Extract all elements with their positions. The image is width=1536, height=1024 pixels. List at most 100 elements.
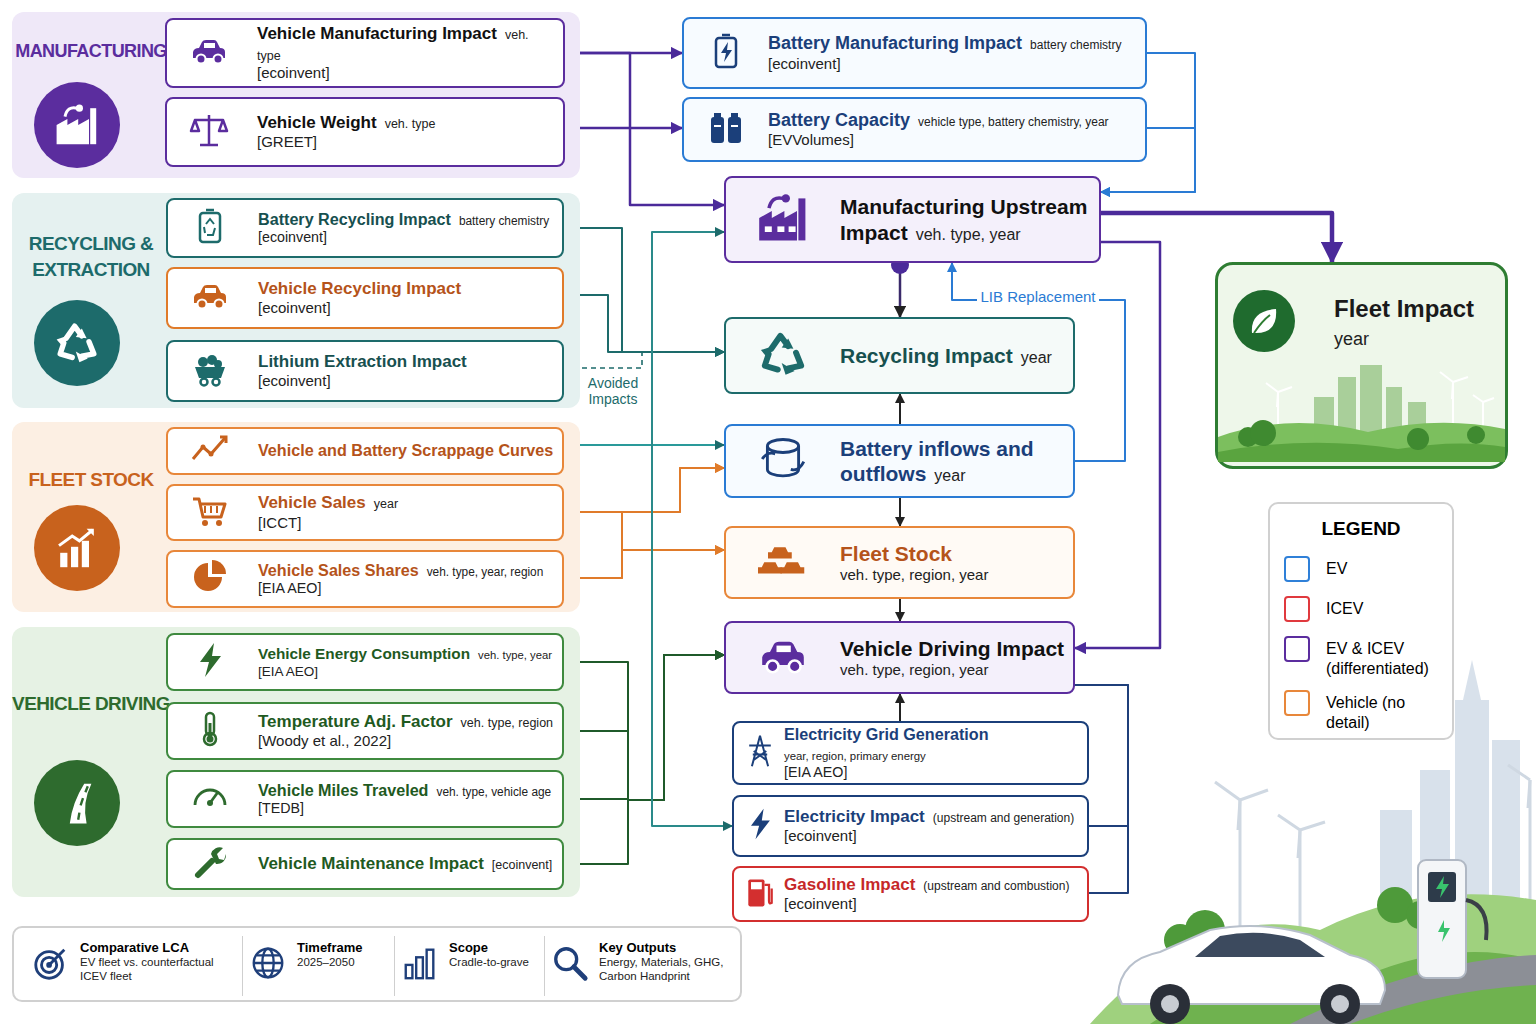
process-box: Vehicle Salesyear[ICCT]: [166, 484, 564, 541]
process-box: Lithium Extraction Impact[ecoinvent]: [166, 340, 564, 402]
box-icon: [742, 733, 778, 773]
footer-text: Key OutputsEnergy, Materials, GHG, Carbo…: [599, 940, 733, 984]
process-box: Battery Capacityvehicle type, battery ch…: [682, 97, 1147, 162]
text-line: Electricity Grid Generation: [784, 725, 1079, 744]
text-line: veh. type, region, year: [840, 661, 1065, 679]
box-title: Vehicle Sales: [258, 493, 366, 512]
footer-body: 2025–2050: [297, 955, 381, 969]
box-title: Lithium Extraction Impact: [258, 352, 467, 371]
process-box: Vehicle Energy Consumptionveh. type, yea…: [166, 633, 564, 691]
stage-heading: VEHICLE DRIVING: [12, 691, 170, 717]
text-group: Vehicle Maintenance Impact[ecoinvent]: [258, 854, 554, 874]
box-title: Vehicle Weight: [257, 113, 377, 132]
box-title: Vehicle Maintenance Impact: [258, 854, 484, 873]
box-title: Vehicle Miles Traveled: [258, 781, 428, 799]
stage-heading: RECYCLING & EXTRACTION: [12, 231, 170, 282]
edge-label: LIB Replacement: [977, 288, 1098, 305]
data-source: [ecoinvent]: [258, 299, 554, 317]
box-icon: [190, 491, 230, 535]
stage-heading: MANUFACTURING: [12, 39, 170, 63]
text-line: Vehicle Miles Traveled veh. type, vehicle…: [258, 781, 554, 800]
stage-heading: FLEET STOCK: [12, 467, 170, 493]
process-box: Gasoline Impact(upstream and combustion)…: [732, 866, 1089, 922]
connector: [564, 444, 724, 446]
stage-panel: MANUFACTURING Vehicle Manufacturing Impac…: [12, 12, 580, 178]
box-icon: [706, 108, 746, 152]
text-line: Battery Manufacturing Impactbattery chem…: [768, 33, 1137, 55]
box-icon: [190, 349, 230, 393]
text-group: Vehicle Recycling Impact[ecoinvent]: [258, 279, 554, 317]
text-line: Vehicle and Battery Scrappage Curves: [258, 441, 554, 460]
connector: [564, 655, 724, 800]
process-box: Electricity Grid Generationyear, region,…: [732, 721, 1089, 785]
text-line: Vehicle Recycling Impact: [258, 279, 554, 299]
stage-icon: [33, 759, 121, 851]
box-title: Battery Manufacturing Impact: [768, 33, 1022, 53]
text-group: Gasoline Impact(upstream and combustion)…: [784, 875, 1079, 913]
text-line: Battery Capacityvehicle type, battery ch…: [768, 110, 1137, 132]
box-title: Temperature Adj. Factor: [258, 712, 453, 731]
process-box: Vehicle Driving Impactveh. type, region,…: [724, 621, 1075, 694]
connector: [899, 694, 901, 721]
output-box: Fleet Impactyear: [1215, 262, 1508, 469]
data-source: [ecoinvent]: [258, 372, 554, 390]
stage-icon: [33, 504, 121, 596]
process-box: Recycling Impactyear: [724, 317, 1075, 394]
data-source: [EIA AEO]: [258, 580, 554, 597]
box-icon: [190, 429, 230, 473]
text-group: Battery Manufacturing Impactbattery chem…: [768, 33, 1137, 73]
box-icon: [755, 190, 811, 250]
connector: [652, 232, 732, 826]
box-icon: [758, 536, 808, 590]
text-group: Vehicle Driving Impactveh. type, region,…: [840, 636, 1065, 679]
data-source: [ecoinvent]: [784, 895, 1079, 913]
legend-swatch: [1284, 690, 1310, 716]
process-box: Electricity Impact(upstream and generati…: [732, 795, 1089, 857]
process-box: Vehicle Manufacturing Impactveh. type[ec…: [165, 18, 565, 88]
box-subtitle: veh. type, vehicle age: [436, 785, 551, 799]
box-icon: [706, 31, 746, 75]
footer-item: ScopeCradle-to-grave: [394, 936, 535, 996]
box-title: Vehicle Sales Shares: [258, 561, 419, 579]
text-group: Fleet Stockveh. type, region, year: [840, 541, 1065, 584]
box-title: Vehicle Manufacturing Impact: [257, 24, 497, 43]
box-subtitle: year: [1334, 329, 1497, 350]
footer-body: Energy, Materials, GHG, Carbon Handprint: [599, 955, 733, 984]
text-group: Vehicle Manufacturing Impactveh. type[ec…: [257, 24, 555, 82]
data-source: [ecoinvent]: [768, 55, 1137, 73]
footer-icon: [401, 944, 439, 986]
text-line: veh. type, region, year: [840, 566, 1065, 584]
connector: [564, 512, 724, 550]
process-box: Vehicle Weightveh. type[GREET]: [165, 97, 565, 167]
connector: [564, 352, 724, 368]
legend-text: EV: [1326, 559, 1450, 579]
box-icon: [757, 328, 809, 384]
stage-panel: FLEET STOCK Vehicle and Battery Scrappage…: [12, 422, 580, 612]
text-line: Vehicle Energy Consumptionveh. type, yea…: [258, 644, 554, 663]
legend-text: EV & ICEV (differentiated): [1326, 639, 1450, 679]
text-line: year, region, primary energy: [784, 745, 1079, 764]
text-line: Gasoline Impact(upstream and combustion): [784, 875, 1079, 895]
box-subtitle: veh. type: [385, 117, 436, 131]
text-line: [ecoinvent]: [258, 229, 554, 246]
text-group: Vehicle Energy Consumptionveh. type, yea…: [258, 644, 554, 680]
text-line: Recycling Impactyear: [840, 343, 1065, 368]
box-title: Battery Recycling Impact: [258, 210, 451, 228]
legend-text: Vehicle (no detail): [1326, 693, 1450, 733]
data-source: [EIA AEO]: [784, 764, 1079, 781]
box-icon: [189, 110, 229, 154]
legend-swatch: [1284, 596, 1310, 622]
text-line: [TEDB]: [258, 800, 554, 817]
connector: [565, 127, 682, 130]
connector: [564, 655, 724, 864]
text-line: [ecoinvent]: [784, 827, 1079, 845]
connector: [564, 468, 724, 512]
text-line: [Woody et al., 2022]: [258, 732, 554, 750]
text-line: [EIA AEO]: [258, 580, 554, 597]
text-line: [ecoinvent]: [258, 299, 554, 317]
data-source: [EIA AEO]: [258, 664, 554, 680]
stage-panel: VEHICLE DRIVING Vehicle Energy Consumptio…: [12, 627, 580, 897]
text-line: [ICCT]: [258, 514, 554, 532]
text-line: Manufacturing Upstream Impactveh. type, …: [840, 194, 1091, 244]
footer-box: Comparative LCAEV fleet vs. counterfactu…: [12, 926, 742, 1002]
